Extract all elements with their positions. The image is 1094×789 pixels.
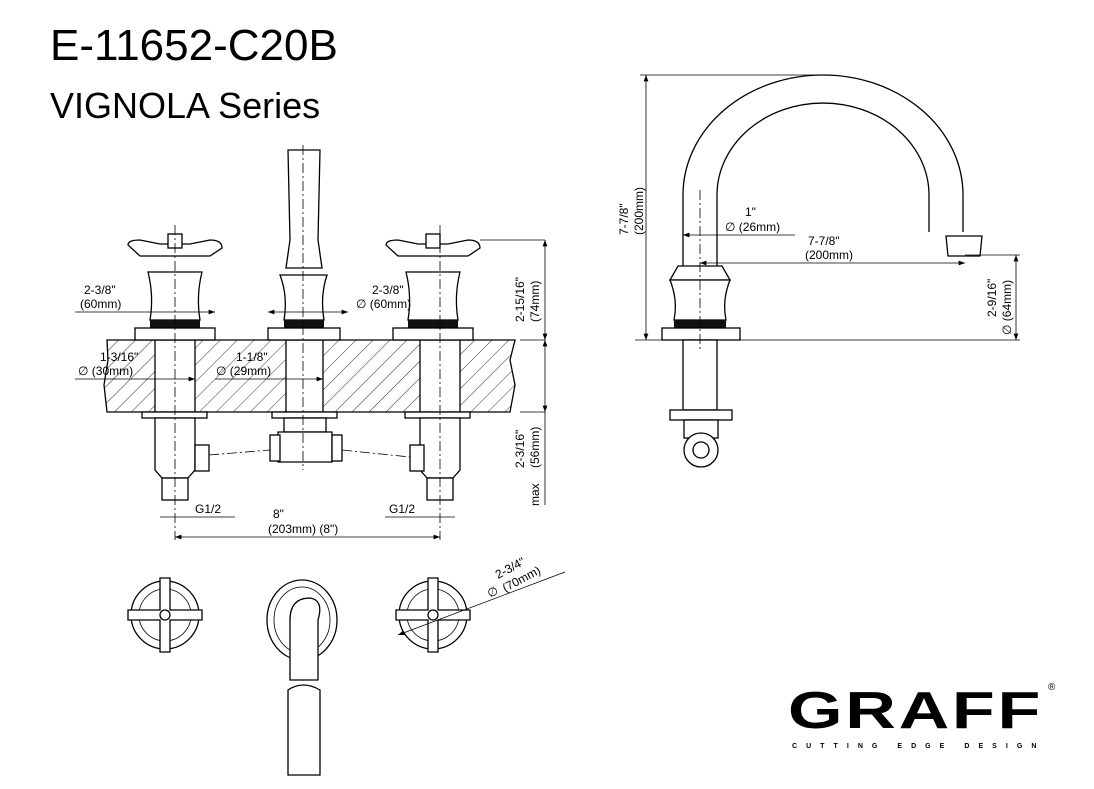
brand-tagline: CUTTING EDGE DESIGN <box>792 743 1042 750</box>
max-deck-inch: 2-3/16" <box>513 430 527 468</box>
spout-base-dia-inch: 2-3/8" <box>372 283 404 297</box>
max-deck-mm: (56mm) <box>528 427 542 468</box>
series-name: VIGNOLA Series <box>50 85 321 126</box>
spout-shank-dia-mm: ∅ (29mm) <box>216 364 271 378</box>
spout-base-dia-mm: ∅ (60mm) <box>356 297 411 311</box>
max-deck-prefix: max <box>528 483 542 506</box>
total-height-mm: (200mm) <box>632 187 646 235</box>
spout-reach-inch: 7-7/8" <box>808 234 840 248</box>
side-view: 7-7/8" (200mm) 1" ∅ (26mm) 7-7/8" (200mm… <box>617 74 1020 468</box>
spout-dia-mm: ∅ (26mm) <box>725 220 780 234</box>
handle-dia-mm: (60mm) <box>80 297 121 311</box>
thread-right: G1/2 <box>389 502 415 516</box>
height-above-deck-inch: 2-15/16" <box>513 277 527 322</box>
right-handle <box>385 233 481 341</box>
top-handle-dia-symbol: ∅ <box>485 583 501 600</box>
spout-front <box>267 149 341 341</box>
registered-mark: ® <box>1048 682 1056 693</box>
spout-clearance-inch: 2-9/16" <box>985 279 999 317</box>
graff-logo: GRAFF ® CUTTING EDGE DESIGN <box>788 682 1056 750</box>
front-view: 2-3/8" (60mm) 2-3/8" ∅ (60mm) 1-3/16" ∅ … <box>75 145 548 540</box>
thread-left: G1/2 <box>195 502 221 516</box>
spread-mm: (203mm) (8") <box>268 522 338 536</box>
model-number: E-11652-C20B <box>50 21 338 70</box>
spout-top <box>266 579 338 776</box>
spout-clearance-mm: ∅ (64mm) <box>1000 280 1014 335</box>
left-handle-top <box>127 577 203 653</box>
handle-shank-dia-mm: ∅ (30mm) <box>78 364 133 378</box>
top-view: ∅ 2-3/4" (70mm) <box>127 554 566 776</box>
total-height-inch: 7-7/8" <box>617 203 631 235</box>
spout-reach-mm: (200mm) <box>805 248 853 262</box>
right-handle-top <box>395 577 471 653</box>
height-above-deck-mm: (74mm) <box>528 281 542 322</box>
under-deck-valves <box>141 411 471 501</box>
brand-name: GRAFF <box>788 682 1043 740</box>
handle-dia-inch: 2-3/8" <box>84 283 116 297</box>
spout-shank-dia-inch: 1-1/8" <box>236 350 268 364</box>
spread-inch: 8" <box>273 507 284 521</box>
spout-dia-inch: 1" <box>745 205 756 219</box>
handle-shank-dia-inch: 1-3/16" <box>100 350 138 364</box>
